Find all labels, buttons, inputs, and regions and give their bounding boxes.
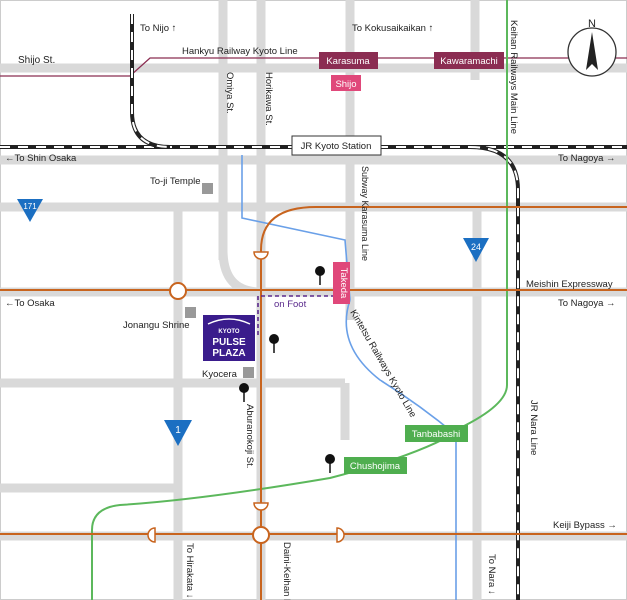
keihan-main-line-south — [459, 150, 508, 429]
svg-text:Takeda: Takeda — [338, 268, 349, 299]
orange-route-north — [260, 206, 627, 600]
label-subway-karasuma: Subway Karasuma Line — [360, 166, 370, 261]
svg-text:171: 171 — [23, 202, 37, 211]
pin-1 — [315, 266, 325, 285]
ramp-mark-4 — [336, 527, 345, 543]
jr-nijo-line — [130, 14, 171, 149]
station-shijo[interactable]: Shijo — [331, 75, 361, 91]
label-toji-temple: To-ji Temple — [150, 176, 201, 187]
label-to-hirakata: To Hirakata ↓ — [184, 543, 195, 598]
label-to-kokusaikaikan: To Kokusaikaikan ↑ — [352, 23, 433, 34]
label-jr-nara: JR Nara Line — [528, 400, 539, 455]
label-hankyu-line: Hankyu Railway Kyoto Line — [182, 46, 298, 57]
label-on-foot: on Foot — [274, 299, 307, 310]
label-meishin: Meishin Expressway — [526, 279, 613, 290]
logo-wave-icon — [207, 318, 251, 325]
label-horikawa: Horikawa St. — [263, 72, 274, 126]
interchange-south — [252, 526, 270, 544]
kyoto-pulse-plaza-logo[interactable]: KYOTO PULSE PLAZA — [203, 315, 255, 361]
pin-3 — [239, 383, 249, 402]
label-to-shin-osaka: ←To Shin Osaka — [5, 153, 77, 164]
station-jr-kyoto[interactable]: JR Kyoto Station — [291, 135, 382, 156]
label-to-osaka: ←To Osaka — [5, 298, 55, 309]
svg-text:KYOTO: KYOTO — [218, 329, 240, 335]
station-kawaramachi[interactable]: Kawaramachi — [434, 52, 504, 69]
route-sign-1: 1 — [164, 420, 192, 446]
interchange-west — [169, 282, 187, 300]
kyocera-marker — [243, 367, 254, 378]
svg-text:Tanbabashi: Tanbabashi — [412, 429, 461, 440]
label-daini-keihan: Daini-Keihan Road — [281, 542, 292, 600]
jr-nara-line — [469, 145, 520, 600]
station-chushojima[interactable]: Chushojima — [344, 457, 407, 474]
jonangu-shrine-marker — [185, 307, 196, 318]
compass-north-label: N — [588, 18, 596, 30]
pin-4 — [325, 454, 335, 473]
ramp-mark-2 — [253, 502, 269, 511]
road-ramp — [218, 249, 262, 297]
station-takeda[interactable]: Takeda — [333, 262, 350, 304]
label-to-nara: To Nara ↓ — [486, 554, 497, 595]
kintetsu-line — [345, 299, 457, 600]
label-shijo-st: Shijo St. — [18, 55, 55, 66]
label-kyocera: Kyocera — [202, 369, 238, 380]
svg-text:Chushojima: Chushojima — [350, 461, 401, 472]
label-to-nagoya-1: To Nagoya → — [558, 153, 616, 164]
svg-text:Kawaramachi: Kawaramachi — [440, 56, 498, 67]
svg-text:PULSE: PULSE — [212, 337, 246, 348]
svg-text:PLAZA: PLAZA — [212, 348, 245, 359]
label-keiji-bypass: Keiji Bypass → — [553, 520, 617, 531]
label-jonangu: Jonangu Shrine — [123, 320, 190, 331]
label-aburanokoji: Aburanokoji St. — [244, 404, 255, 468]
svg-text:Karasuma: Karasuma — [326, 56, 370, 67]
station-karasuma[interactable]: Karasuma — [319, 52, 378, 69]
svg-text:24: 24 — [471, 242, 481, 252]
svg-text:JR Kyoto Station: JR Kyoto Station — [301, 141, 372, 152]
compass: N — [567, 18, 617, 77]
toji-temple-marker — [202, 183, 213, 194]
ramp-mark-3 — [147, 527, 156, 543]
label-to-nagoya-2: To Nagoya → — [558, 298, 616, 309]
svg-text:1: 1 — [175, 425, 181, 436]
pin-2 — [269, 334, 279, 353]
route-sign-24: 24 — [463, 238, 489, 262]
label-to-nijo: To Nijo ↑ — [140, 23, 176, 34]
route-sign-171: 171 — [17, 199, 43, 222]
keihan-uji-line — [91, 429, 461, 600]
svg-text:Shijo: Shijo — [335, 79, 356, 90]
label-keihan-main: Keihan Railways Main Line — [508, 20, 519, 134]
ramp-mark-1 — [253, 251, 269, 260]
pins — [239, 266, 335, 473]
station-tanbabashi[interactable]: Tanbabashi — [405, 425, 468, 442]
hankyu-line — [0, 57, 627, 77]
label-omiya: Omiya St. — [224, 72, 235, 114]
